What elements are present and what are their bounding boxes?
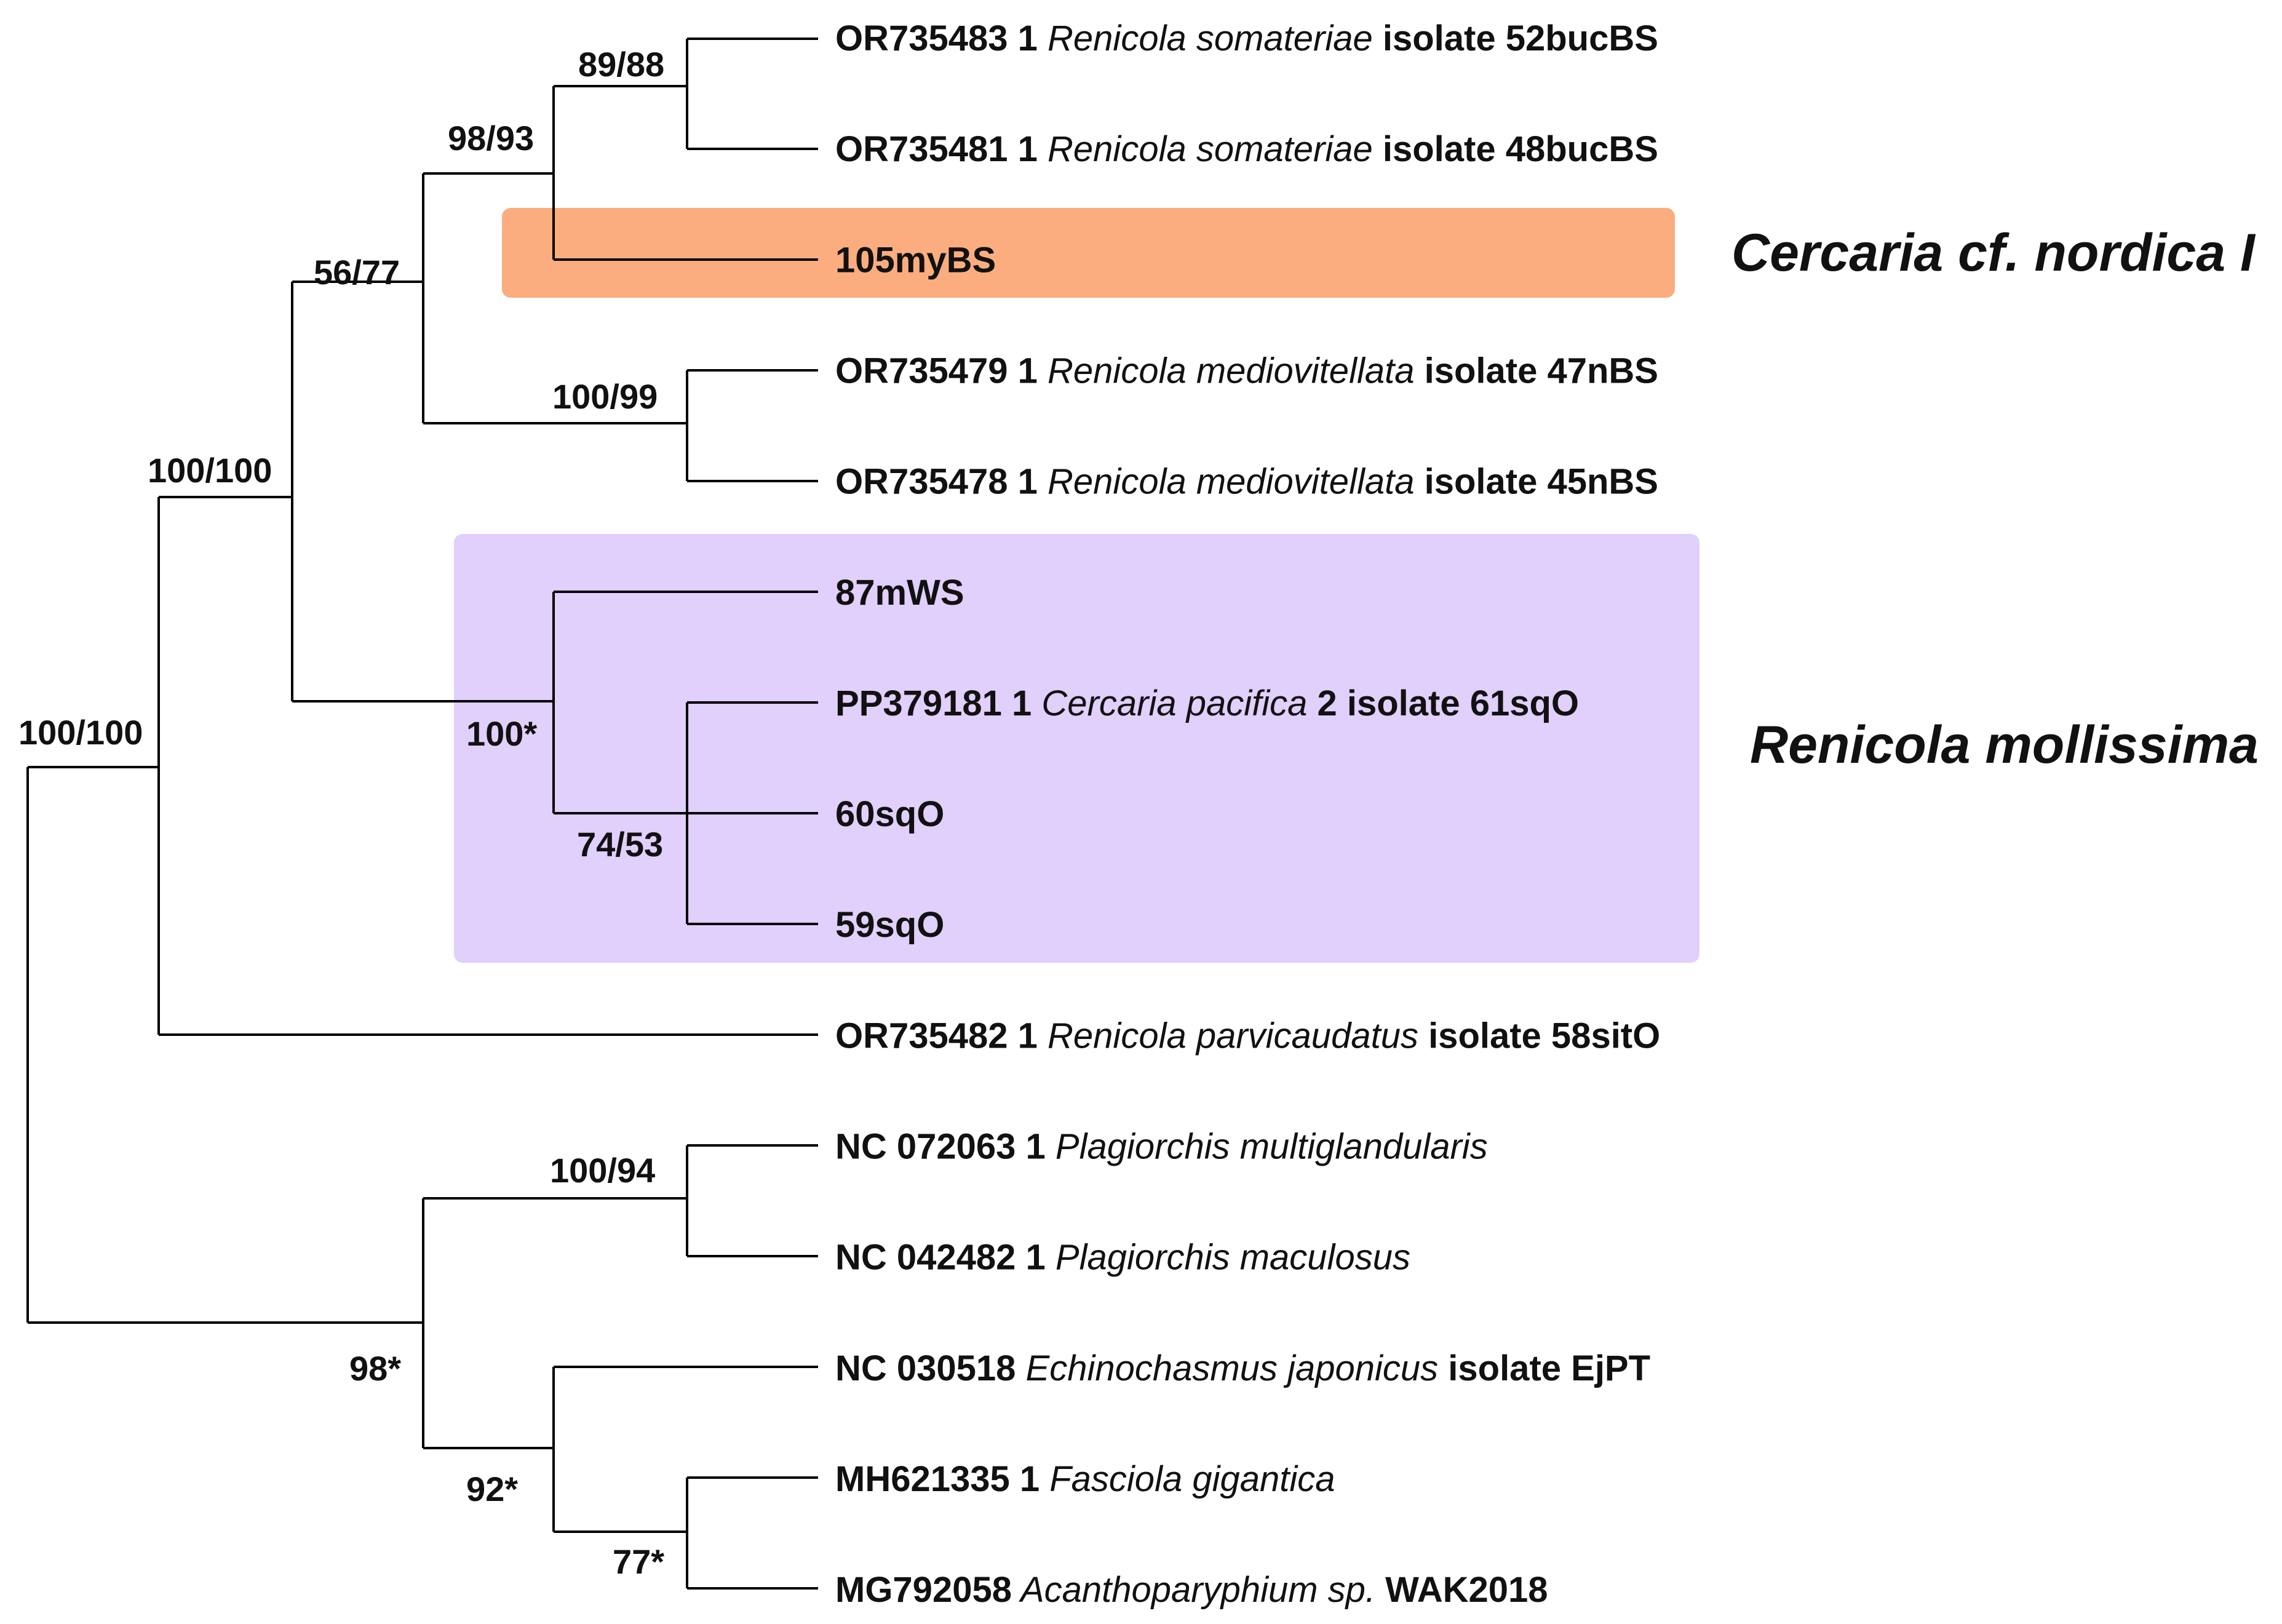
- support-values: 89/88 98/93 56/77 100/99 100/100 100* 74…: [18, 45, 664, 1581]
- tip-accession: 59sqO: [835, 905, 944, 945]
- clade-label-mollissima: Renicola mollissima: [1750, 715, 2259, 774]
- tip-label: OR735478 1 Renicola mediovitellata isola…: [835, 462, 1658, 502]
- tip-label: NC 072063 1 Plagiorchis multiglandularis: [835, 1127, 1488, 1167]
- tip-accession: NC 072063 1: [835, 1127, 1046, 1167]
- tree-branches: [26, 38, 818, 1590]
- support-label: 74/53: [577, 825, 663, 864]
- tip-label: 87mWS: [835, 573, 964, 613]
- tip-species: Fasciola gigantica: [1040, 1459, 1335, 1499]
- tip-species: Cercaria pacifica: [1032, 683, 1307, 723]
- support-label: 100/94: [550, 1151, 655, 1190]
- tip-accession: OR735483 1: [835, 18, 1038, 58]
- tip-label: 60sqO: [835, 794, 944, 834]
- tip-suffix: isolate 58sitO: [1418, 1016, 1660, 1056]
- clade-box-nordica: [502, 208, 1675, 298]
- tip-label: OR735483 1 Renicola somateriae isolate 5…: [835, 18, 1658, 58]
- support-label: 98*: [349, 1349, 401, 1388]
- tip-labels: OR735483 1 Renicola somateriae isolate 5…: [835, 18, 1660, 1610]
- tip-suffix: isolate 45nBS: [1414, 462, 1658, 502]
- tip-accession: OR735481 1: [835, 129, 1038, 169]
- tip-suffix: isolate EjPT: [1438, 1348, 1650, 1388]
- tip-accession: PP379181 1: [835, 683, 1032, 723]
- tip-label: 105myBS: [835, 240, 996, 280]
- clade-box-mollissima: [454, 534, 1700, 963]
- tip-accession: 105myBS: [835, 240, 996, 280]
- tip-suffix: isolate 52bucBS: [1373, 18, 1658, 58]
- tip-species: Plagiorchis maculosus: [1046, 1238, 1410, 1278]
- support-label: 100/99: [552, 377, 658, 416]
- tip-species: Plagiorchis multiglandularis: [1046, 1127, 1488, 1167]
- tip-species: Renicola mediovitellata: [1038, 462, 1415, 502]
- tip-accession: OR735479 1: [835, 351, 1038, 391]
- tip-species: Renicola somateriae: [1038, 129, 1373, 169]
- tip-label: MH621335 1 Fasciola gigantica: [835, 1459, 1335, 1499]
- tip-suffix: WAK2018: [1375, 1570, 1548, 1610]
- support-label: 89/88: [578, 45, 664, 84]
- tip-suffix: isolate 47nBS: [1414, 351, 1658, 391]
- support-label: 92*: [466, 1470, 518, 1508]
- tip-accession: MH621335 1: [835, 1459, 1040, 1499]
- tip-species: Renicola somateriae: [1038, 18, 1373, 58]
- tip-species: Renicola parvicaudatus: [1038, 1016, 1418, 1056]
- tip-accession: MG792058: [835, 1570, 1012, 1610]
- tip-label: NC 042482 1 Plagiorchis maculosus: [835, 1238, 1410, 1278]
- support-label: 56/77: [314, 253, 400, 292]
- support-label: 77*: [613, 1542, 664, 1581]
- tip-label: 59sqO: [835, 905, 944, 945]
- tip-label: OR735482 1 Renicola parvicaudatus isolat…: [835, 1016, 1660, 1056]
- support-label: 100/100: [18, 713, 143, 752]
- tip-label: PP379181 1 Cercaria pacifica 2 isolate 6…: [835, 683, 1579, 723]
- tip-species: Renicola mediovitellata: [1038, 351, 1415, 391]
- tip-suffix: 2 isolate 61sqO: [1307, 683, 1579, 723]
- tip-label: MG792058 Acanthoparyphium sp. WAK2018: [835, 1570, 1548, 1610]
- tip-accession: NC 030518: [835, 1348, 1016, 1388]
- tip-species: Echinochasmus japonicus: [1016, 1348, 1438, 1388]
- tip-species: Acanthoparyphium sp.: [1012, 1570, 1375, 1610]
- tip-label: OR735479 1 Renicola mediovitellata isola…: [835, 351, 1658, 391]
- tip-label: NC 030518 Echinochasmus japonicus isolat…: [835, 1348, 1650, 1388]
- tip-accession: OR735482 1: [835, 1016, 1038, 1056]
- tip-accession: OR735478 1: [835, 462, 1038, 502]
- tip-accession: NC 042482 1: [835, 1238, 1046, 1278]
- tip-suffix: isolate 48bucBS: [1373, 129, 1658, 169]
- tip-accession: 60sqO: [835, 794, 944, 834]
- support-label: 98/93: [448, 119, 534, 157]
- clade-label-nordica: Cercaria cf. nordica I: [1731, 223, 2256, 282]
- support-label: 100*: [466, 714, 537, 753]
- support-label: 100/100: [148, 451, 272, 490]
- tip-label: OR735481 1 Renicola somateriae isolate 4…: [835, 129, 1658, 169]
- tip-accession: 87mWS: [835, 573, 964, 613]
